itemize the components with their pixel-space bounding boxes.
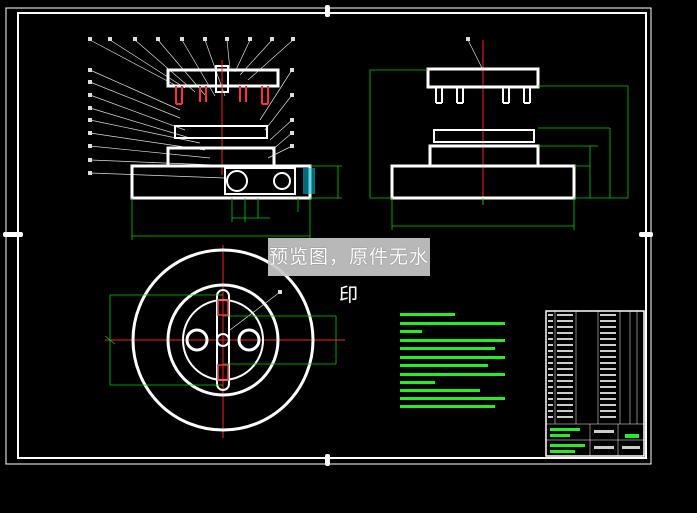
parts-list-rows [548, 314, 616, 418]
title-block [545, 310, 645, 457]
side-view-dimensions [369, 69, 629, 230]
border-center-marks [3, 5, 653, 466]
front-view-leaders [89, 39, 294, 179]
preview-watermark: 预览图，原件无水印 [268, 238, 430, 306]
top-view-dimensions [104, 294, 337, 386]
front-view-pins [175, 86, 269, 105]
title-block-fields [550, 428, 639, 453]
front-view-dimensions [131, 165, 342, 240]
top-view [104, 245, 345, 438]
side-view [369, 37, 629, 230]
sheet-border [5, 7, 652, 465]
front-view [88, 37, 342, 240]
technical-notes [400, 313, 505, 408]
front-view-label-dots [88, 37, 295, 175]
